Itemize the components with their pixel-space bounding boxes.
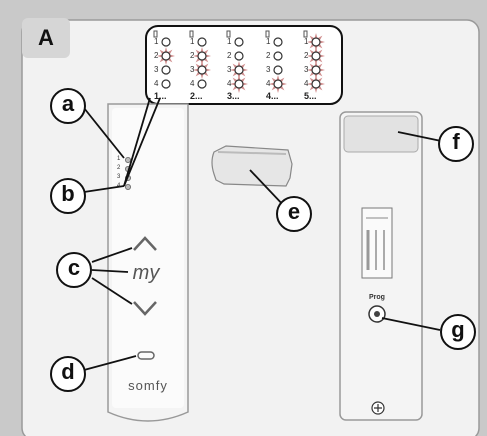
led-indicator <box>273 79 283 89</box>
callout-a: a <box>50 88 86 124</box>
led-number: 3 <box>266 65 271 74</box>
remote-led-number: 2 <box>117 165 121 171</box>
select-button-icon <box>137 351 155 360</box>
led-number: 4 <box>266 79 271 88</box>
led-step-label: 5... <box>304 91 317 101</box>
panel-label: A <box>22 18 70 58</box>
led-number: 2 <box>190 51 195 60</box>
led-number: 1 <box>304 37 309 46</box>
led-number: 2 <box>227 51 232 60</box>
led-indicator <box>197 65 207 75</box>
callout-d: d <box>50 356 86 392</box>
remote-front <box>107 103 189 422</box>
led-indicator <box>311 79 321 89</box>
callout-e: e <box>276 196 312 232</box>
switch-icon <box>303 30 308 38</box>
switch-icon <box>189 30 194 38</box>
led-indicator <box>234 37 244 47</box>
led-indicator <box>311 51 321 61</box>
led-indicator <box>161 79 171 89</box>
remote-led-number: 1 <box>117 156 121 162</box>
led-indicator <box>234 65 244 75</box>
led-indicator <box>161 65 171 75</box>
prog-label: Prog <box>369 294 385 301</box>
led-indicator <box>311 65 321 75</box>
brand-logo: somfy <box>128 378 168 393</box>
led-step-label: 1... <box>154 91 167 101</box>
led-indicator <box>197 51 207 61</box>
led-number: 3 <box>227 65 232 74</box>
led-number: 2 <box>304 51 309 60</box>
led-number: 1 <box>190 37 195 46</box>
down-button-icon <box>133 301 157 316</box>
callout-b: b <box>50 178 86 214</box>
led-step-label: 2... <box>190 91 203 101</box>
led-step-label: 3... <box>227 91 240 101</box>
remote-led-1 <box>125 156 132 163</box>
remote-back <box>339 111 423 421</box>
led-indicator <box>161 37 171 47</box>
led-step-label: 4... <box>266 91 279 101</box>
led-indicator <box>273 65 283 75</box>
led-number: 1 <box>227 37 232 46</box>
led-indicator <box>273 51 283 61</box>
led-number: 3 <box>304 65 309 74</box>
switch-icon <box>226 30 231 38</box>
led-number: 4 <box>304 79 309 88</box>
switch-icon <box>153 30 158 38</box>
led-indicator <box>234 79 244 89</box>
led-indicator <box>197 79 207 89</box>
up-button-icon <box>133 236 157 251</box>
led-indicator <box>273 37 283 47</box>
led-indicator <box>234 51 244 61</box>
led-indicator <box>311 37 321 47</box>
remote-led-number: 3 <box>117 174 121 180</box>
led-number: 4 <box>154 79 159 88</box>
my-button-label: my <box>132 262 160 284</box>
receiver-module <box>211 145 293 187</box>
led-number: 2 <box>154 51 159 60</box>
led-number: 1 <box>266 37 271 46</box>
led-number: 4 <box>227 79 232 88</box>
led-number: 4 <box>190 79 195 88</box>
leader-lines <box>83 97 447 371</box>
callout-g: g <box>440 314 476 350</box>
remote-led-number: 4 <box>117 183 121 189</box>
led-number: 3 <box>154 65 159 74</box>
led-indicator <box>197 37 207 47</box>
callout-f: f <box>438 126 474 162</box>
led-number: 1 <box>154 37 159 46</box>
remote-led-4 <box>125 183 132 190</box>
switch-icon <box>265 30 270 38</box>
led-number: 2 <box>266 51 271 60</box>
callout-c: c <box>56 252 92 288</box>
led-sequence-grid <box>153 30 321 89</box>
led-number: 3 <box>190 65 195 74</box>
led-indicator <box>161 51 171 61</box>
